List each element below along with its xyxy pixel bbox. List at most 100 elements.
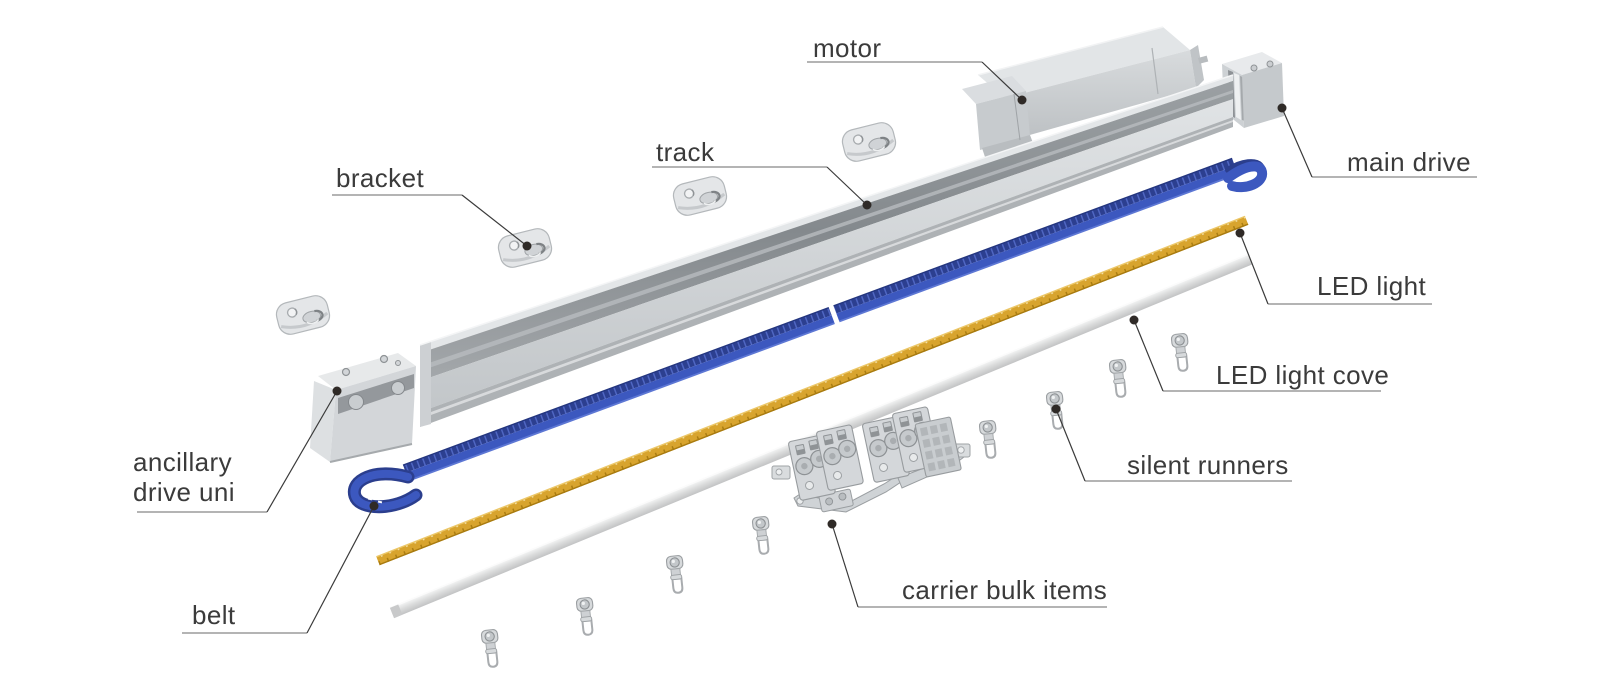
track-top-highlight: [419, 74, 1234, 346]
callout-led-light-cove: LED light cove: [1129, 315, 1389, 392]
callout-belt-dot: [369, 501, 379, 511]
ancillary-screw: [395, 360, 401, 366]
callout-ancillary-drive: ancillary drive uni: [133, 386, 342, 513]
main-drive-top-face: [1222, 52, 1282, 75]
bracket-part: [669, 172, 731, 220]
track-channel-reflection: [420, 90, 1233, 371]
callout-silent-runners-dot: [1051, 404, 1061, 414]
callout-motor-label: motor: [813, 33, 881, 63]
callout-belt-label: belt: [192, 600, 236, 630]
ancillary-left-face: [310, 381, 336, 462]
cove-left-cut: [389, 604, 403, 619]
callout-carrier-label: carrier bulk items: [902, 575, 1107, 605]
callout-track-dot: [862, 200, 872, 210]
callout-ancillary-line2: drive uni: [133, 477, 235, 507]
ancillary-screw: [379, 354, 389, 364]
motor-endcap-seam: [1013, 93, 1021, 141]
carrier-perforated-plate: [914, 416, 962, 478]
callout-motor-dot: [1017, 95, 1027, 105]
silent-runner: [1170, 332, 1192, 373]
callout-belt-leader: [306, 505, 375, 634]
callout-belt: belt: [182, 501, 379, 634]
callout-led-light-label: LED light: [1317, 271, 1426, 301]
track-bottom-lip-highlight: [420, 120, 1233, 419]
callout-motor: motor: [807, 33, 1027, 105]
callout-main-drive-dot: [1277, 103, 1287, 113]
motor-ridge-highlight: [977, 26, 1164, 76]
callout-ancillary-line1: ancillary: [133, 447, 232, 477]
callout-bracket-label: bracket: [336, 163, 424, 193]
track-part: [419, 74, 1234, 427]
motor-connector-nub: [1197, 55, 1209, 64]
motor-step-seam: [1151, 47, 1159, 95]
motor-endcap-foot: [982, 135, 1033, 157]
belt-left-loop-inner: [350, 469, 420, 511]
main-drive-slot-light: [1234, 73, 1241, 120]
callout-silent-runners-leader: [1055, 408, 1086, 482]
callout-silent-runners: silent runners: [1051, 404, 1292, 482]
motor-front-face: [1005, 50, 1196, 140]
callout-main-drive-leader: [1281, 107, 1313, 178]
callout-carrier-leader: [831, 523, 859, 608]
ancillary-drive-part: [310, 353, 416, 463]
belt-bottom-highlight: [408, 173, 1239, 482]
belt-teeth-band: [403, 158, 1235, 473]
motor-endcap-top: [962, 76, 1026, 104]
callout-led-light-dot: [1235, 228, 1245, 238]
bracket-part: [838, 118, 900, 166]
callout-ancillary-dot: [332, 386, 342, 396]
led-strip-segments: [376, 216, 1249, 566]
ancillary-top-plate: [318, 353, 416, 390]
silent-runner: [665, 554, 687, 595]
callout-led-light-cove-label: LED light cove: [1216, 360, 1389, 390]
led-strip-top-edge: [376, 215, 1246, 558]
track-front-face: [420, 99, 1233, 412]
belt-splice-gap: [828, 304, 841, 326]
belt-loop-glint: [377, 500, 383, 504]
callout-track-label: track: [656, 137, 715, 167]
belt-loop-glint: [367, 497, 373, 501]
track-left-cut-face: [420, 342, 431, 427]
carrier-assembly: [771, 405, 971, 513]
silent-runner: [575, 596, 597, 637]
callout-ancillary-leader: [266, 390, 338, 513]
led-strip-bottom-edge: [379, 223, 1249, 566]
callout-led-light-cove-dot: [1129, 315, 1139, 325]
track-top-bevel: [420, 75, 1233, 353]
motor-right-cap: [1190, 45, 1204, 88]
silent-runner: [480, 628, 502, 669]
callout-track: track: [652, 137, 872, 210]
carrier-tab-hole: [957, 446, 965, 454]
ancillary-pulley: [391, 381, 405, 395]
callout-bracket-leader: [461, 194, 528, 247]
silent-runner: [1108, 358, 1130, 399]
ancillary-screw: [341, 367, 351, 377]
belt-part: [347, 157, 1268, 514]
belt-right-fold: [1223, 161, 1268, 193]
callout-main-drive: main drive: [1277, 103, 1477, 178]
callout-bracket: bracket: [332, 163, 532, 251]
main-drive-screw: [1266, 60, 1274, 68]
callout-bracket-dot: [522, 241, 532, 251]
led-strip-part: [376, 215, 1249, 566]
callout-motor-leader: [981, 61, 1023, 101]
motor-endcap-front: [976, 91, 1030, 150]
main-drive-screw: [1250, 64, 1258, 72]
silent-runner: [751, 515, 773, 556]
callout-led-light-cove-leader: [1133, 319, 1164, 392]
belt-teeth-top-edge: [402, 157, 1233, 466]
callout-silent-runners-label: silent runners: [1127, 450, 1289, 480]
callout-main-drive-label: main drive: [1347, 147, 1471, 177]
belt-face-band: [405, 166, 1238, 481]
callout-carrier: carrier bulk items: [827, 519, 1107, 608]
ancillary-bottom-edge: [329, 443, 413, 463]
callout-track-leader: [826, 166, 868, 206]
ancillary-pulley: [348, 394, 364, 410]
callout-led-light-leader: [1239, 232, 1269, 305]
callout-led-light: LED light: [1235, 228, 1432, 305]
silent-runner: [978, 419, 1000, 460]
callout-carrier-dot: [827, 519, 837, 529]
bracket-part: [272, 291, 334, 339]
